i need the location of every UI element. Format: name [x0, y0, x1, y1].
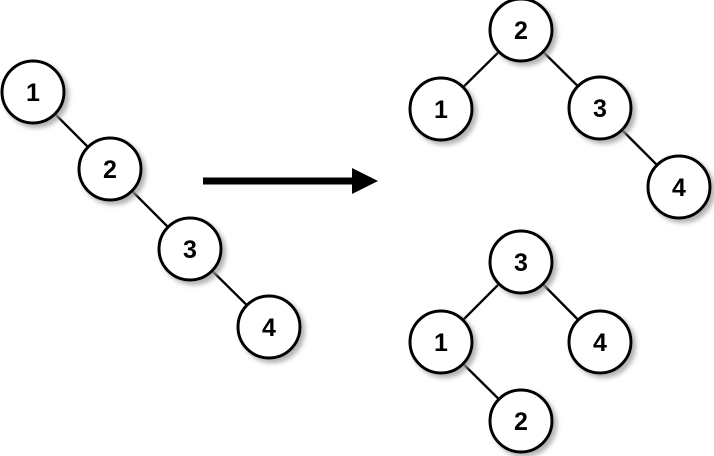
tree-node: 2: [488, 388, 554, 454]
node-circle: [408, 309, 474, 375]
tree-edge: [53, 112, 90, 149]
edges-layer: [53, 50, 659, 401]
node-circle: [408, 76, 474, 142]
node-label: 1: [26, 79, 40, 107]
tree-node: 1: [0, 59, 66, 125]
node-circle: [488, 0, 554, 63]
tree-node: 3: [488, 229, 554, 295]
node-label: 3: [514, 249, 528, 277]
node-circle: [646, 154, 712, 220]
node-label: 2: [514, 408, 528, 436]
tree-node: 2: [77, 136, 143, 202]
tree-edge: [541, 50, 580, 88]
tree-node: 4: [567, 309, 633, 375]
node-label: 4: [672, 174, 686, 202]
tree-node: 2: [488, 0, 554, 63]
node-label: 3: [183, 236, 197, 264]
tree-node: 4: [236, 294, 302, 360]
tree-node: 4: [646, 154, 712, 220]
node-circle: [77, 136, 143, 202]
node-label: 1: [434, 329, 448, 357]
node-circle: [157, 216, 223, 282]
tree-edge: [130, 189, 170, 229]
tree-node: 1: [408, 309, 474, 375]
node-label: 2: [103, 156, 117, 184]
node-circle: [488, 388, 554, 454]
node-label: 2: [514, 17, 528, 45]
node-label: 3: [593, 95, 607, 123]
tree-node: 1: [408, 76, 474, 142]
arrow-right-icon: [203, 168, 378, 194]
tree-edge: [461, 362, 501, 401]
node-circle: [0, 59, 66, 125]
tree-edge: [461, 50, 501, 89]
node-circle: [488, 229, 554, 295]
node-circle: [567, 75, 633, 141]
node-label: 4: [593, 329, 607, 357]
transformation-arrow: [203, 168, 378, 194]
node-circle: [567, 309, 633, 375]
node-label: 4: [262, 314, 276, 342]
tree-edge: [620, 128, 659, 167]
tree-edge: [461, 282, 501, 322]
tree-edge: [210, 269, 249, 307]
tree-node: 3: [567, 75, 633, 141]
node-label: 1: [434, 96, 448, 124]
tree-node: 3: [157, 216, 223, 282]
node-circle: [236, 294, 302, 360]
tree-edge: [541, 282, 580, 322]
